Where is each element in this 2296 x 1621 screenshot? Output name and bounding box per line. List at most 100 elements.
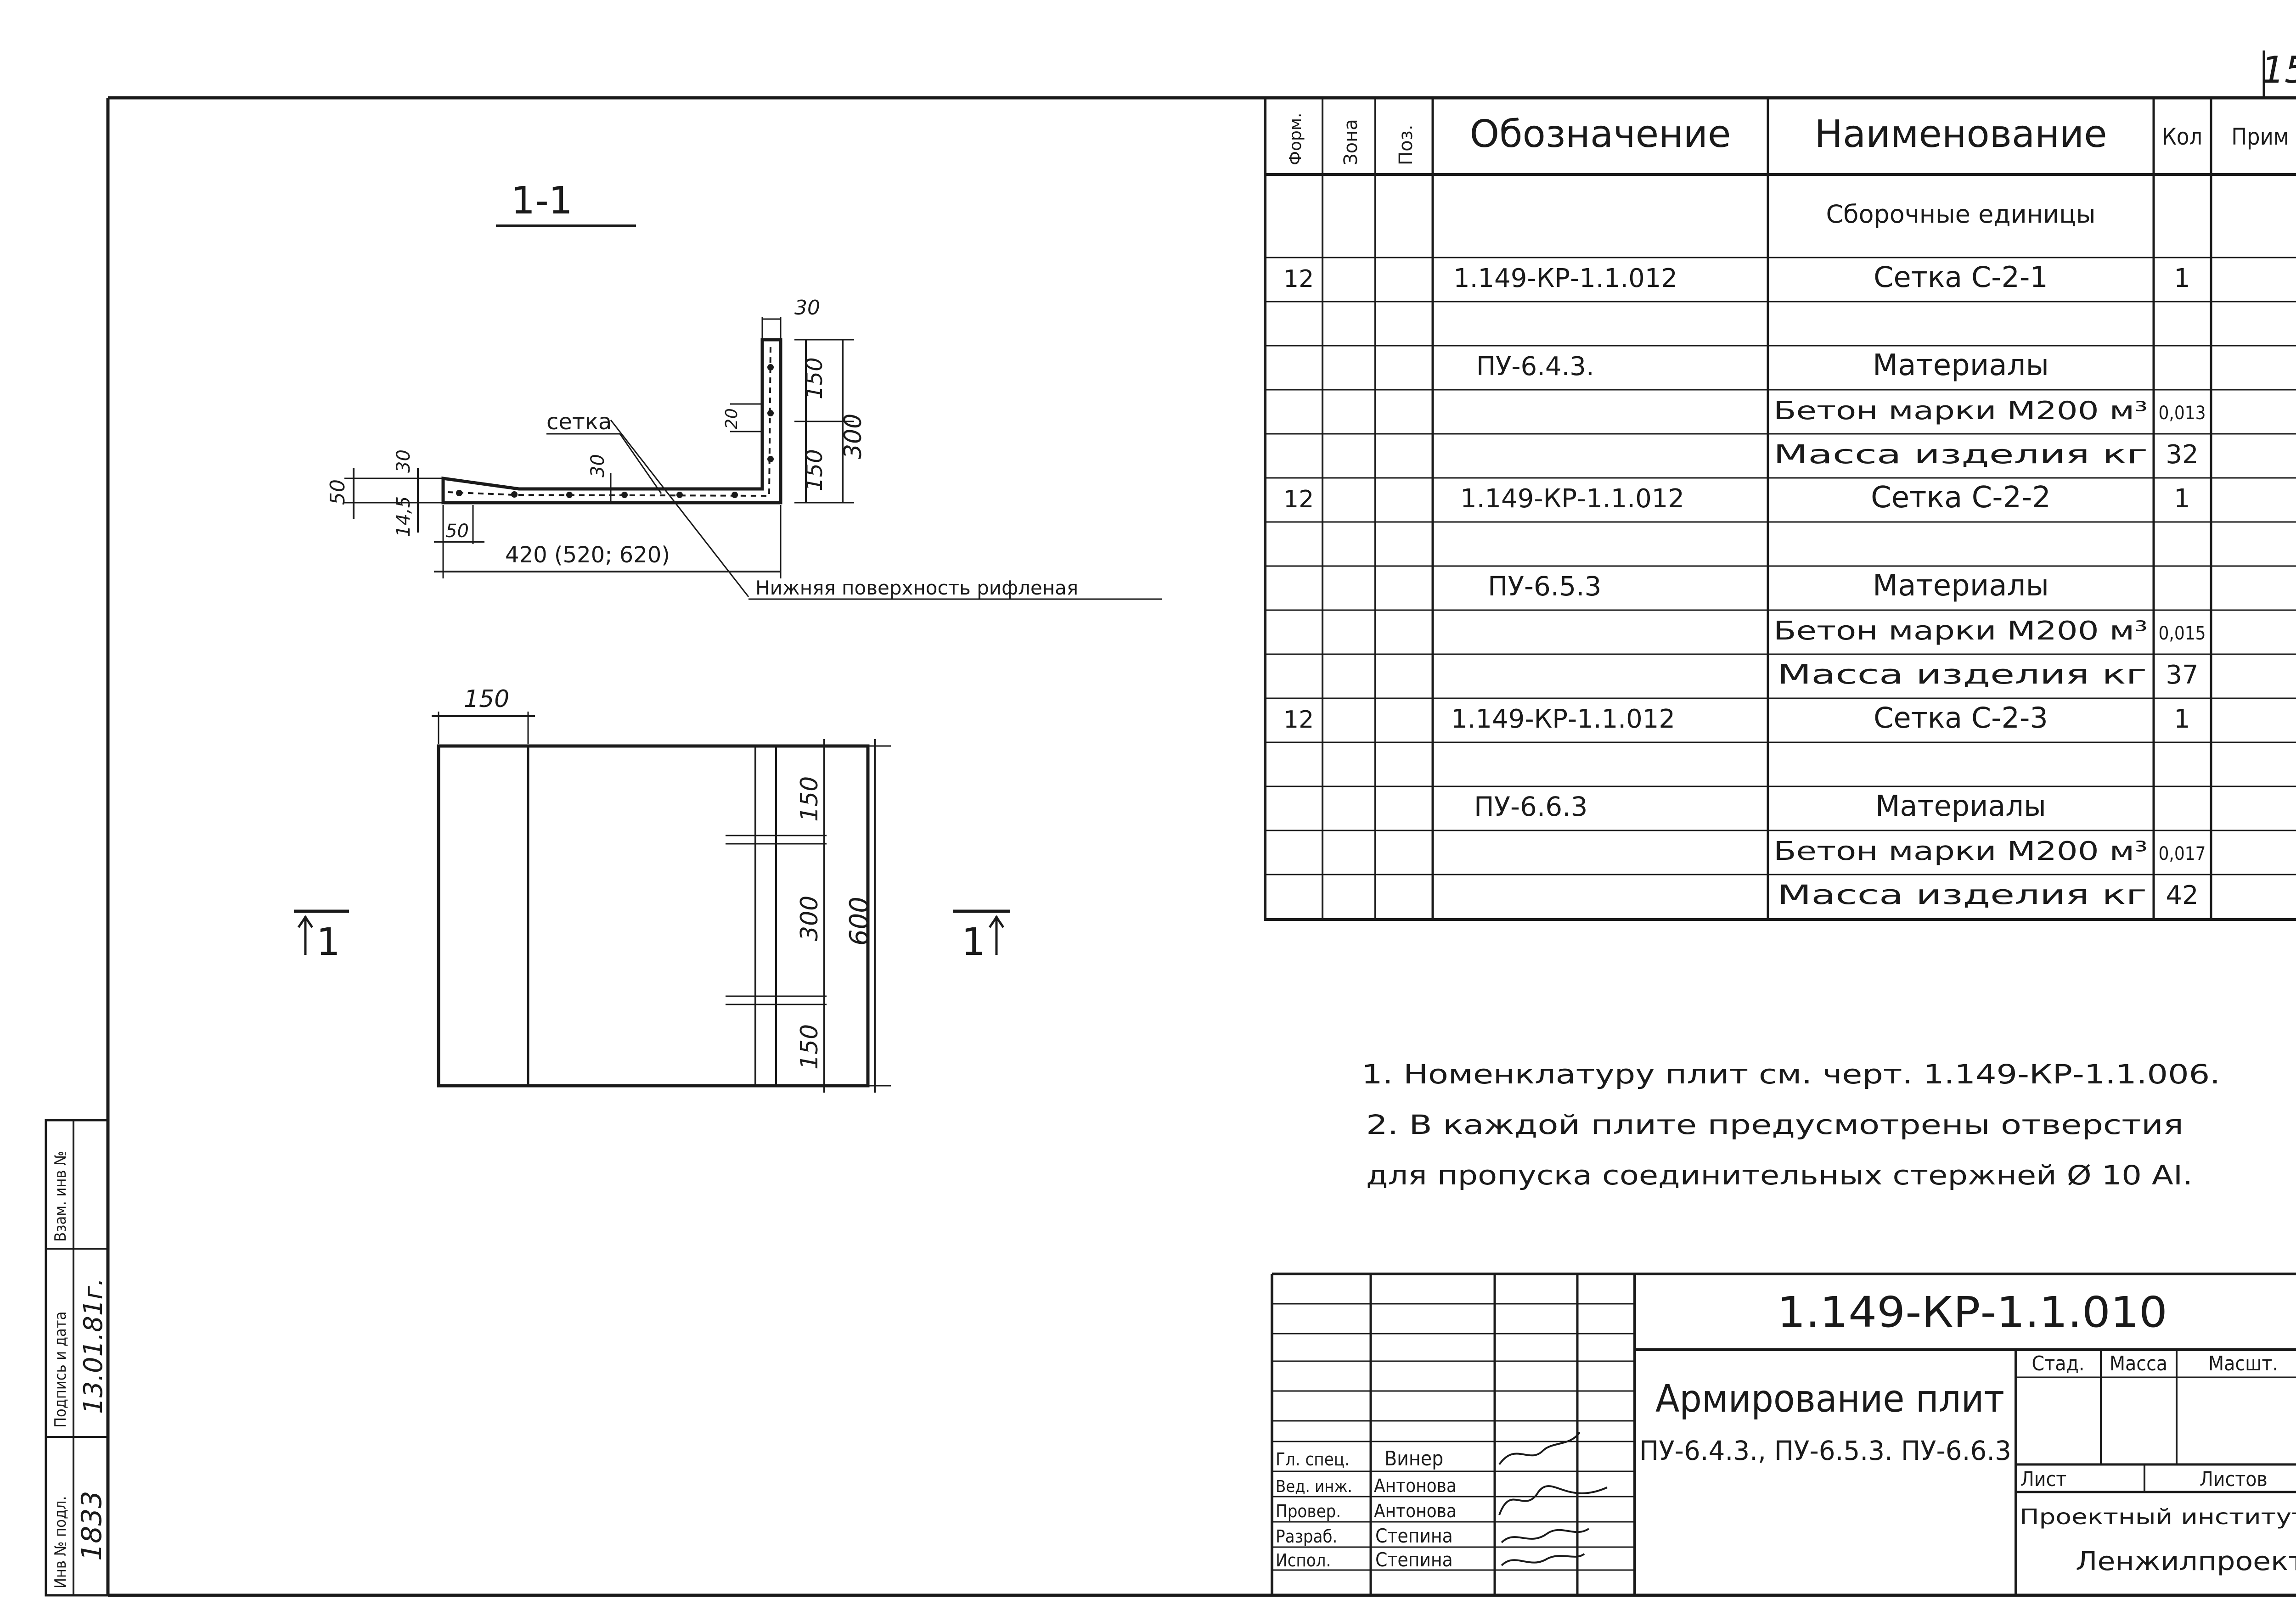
svg-text:Гл. спец.: Гл. спец. — [1276, 1449, 1350, 1470]
svg-text:Сетка С-2-3: Сетка С-2-3 — [1874, 701, 2048, 735]
svg-text:Испол.: Испол. — [1276, 1550, 1331, 1571]
dim-30-mid: 30 — [587, 454, 608, 477]
table-row: 12 1.149-КР-1.1.012 Сетка С-2-1 1 — [1283, 260, 2190, 294]
vzam-label: Взам. инв № — [51, 1151, 70, 1242]
header-designation: Обозначение — [1470, 112, 1731, 156]
section-mark-right: 1 — [953, 909, 1010, 964]
svg-text:Масса изделия кг: Масса изделия кг — [1777, 879, 2147, 910]
note-2: 2. В каждой плите предусмотрены отверсти… — [1366, 1109, 2183, 1140]
header-position: Поз. — [1396, 124, 1417, 165]
svg-text:0,017: 0,017 — [2159, 843, 2206, 864]
signature-rows: Гл. спец. Винер Вед. инж. Антонова Прове… — [1276, 1447, 1457, 1571]
side-stamp: Инв № подл. 1833 Подпись и дата 13.01.81… — [45, 1119, 109, 1597]
svg-text:ПУ-6.5.3: ПУ-6.5.3 — [1488, 571, 1601, 602]
table-row: 12 1.149-КР-1.1.012 Сетка С-2-2 1 — [1283, 481, 2190, 515]
dim-20: 20 — [722, 408, 741, 429]
svg-text:Вед. инж.: Вед. инж. — [1276, 1477, 1352, 1496]
svg-text:Степина: Степина — [1375, 1548, 1453, 1571]
section-mark-left: 1 — [294, 909, 349, 964]
svg-text:1: 1 — [2174, 264, 2190, 293]
header-format: Форм. — [1286, 113, 1305, 165]
svg-text:1.149-КР-1.1.012: 1.149-КР-1.1.012 — [1460, 484, 1684, 514]
drawing-title-line2: ПУ-6.4.3., ПУ-6.5.3. ПУ-6.6.3 — [1639, 1435, 2011, 1466]
org-line2: Ленжилпроект — [2076, 1547, 2296, 1576]
header-zone: Зона — [1340, 119, 1362, 165]
plan-view: 150 150 300 150 600 1 1 — [294, 685, 1010, 1093]
svg-text:Материалы: Материалы — [1873, 348, 2049, 382]
sheets-label: Листов — [2200, 1468, 2268, 1491]
svg-text:Бетон марки М200 м³: Бетон марки М200 м³ — [1773, 396, 2148, 425]
table-row: Масса изделия кг 42 — [1777, 879, 2199, 910]
drawing-title-line1: Армирование плит — [1655, 1377, 2004, 1421]
svg-text:12: 12 — [1283, 706, 1314, 734]
inv-value: 1833 — [76, 1491, 108, 1561]
sign-label: Подпись и дата — [51, 1312, 70, 1428]
stage-label: Стад. — [2032, 1352, 2085, 1375]
mesh-label: сетка — [546, 409, 612, 435]
dim-50: 50 — [326, 479, 349, 505]
dim-300: 300 — [839, 414, 867, 459]
plan-dim-150-bottom: 150 — [796, 1024, 823, 1070]
svg-text:Разраб.: Разраб. — [1276, 1526, 1337, 1547]
note-1: 1. Номенклатуру плит см. черт. 1.149-КР-… — [1362, 1059, 2220, 1090]
spec-table: Форм. Зона Поз. Обозначение Наименование… — [1264, 96, 2296, 921]
mass-label: Масса — [2110, 1352, 2167, 1375]
plan-dim-150-width: 150 — [464, 685, 509, 713]
slab-profile — [441, 338, 782, 505]
dim-length: 420 (520; 620) — [505, 542, 670, 568]
title-block: 1.149-КР-1.1.010 Армирование плит ПУ-6.4… — [1271, 1273, 2296, 1597]
section-title: 1-1 — [511, 179, 573, 223]
plan-dim-600: 600 — [844, 897, 874, 946]
dim-30-top: 30 — [794, 296, 820, 320]
dim-150-upper: 150 — [802, 357, 827, 399]
svg-text:Материалы: Материалы — [1873, 569, 2049, 603]
table-row: ПУ-6.4.3. Материалы — [1476, 348, 2049, 382]
rebar-dots — [456, 364, 774, 498]
sign-value: 13.01.81г. — [79, 1278, 108, 1414]
dim-14: 14,5 — [393, 496, 414, 537]
sheet-number: 15 — [2261, 49, 2296, 91]
table-row: Бетон марки М200 м³ 0,017 — [1773, 836, 2206, 866]
svg-text:Антонова: Антонова — [1374, 1475, 1457, 1497]
svg-text:0,015: 0,015 — [2159, 623, 2206, 644]
plan-dim-300: 300 — [796, 896, 823, 941]
svg-text:Сетка С-2-1: Сетка С-2-1 — [1874, 260, 2048, 294]
inv-label: Инв № подл. — [51, 1496, 70, 1588]
svg-text:1.149-КР-1.1.012: 1.149-КР-1.1.012 — [1453, 264, 1677, 293]
mesh-line — [447, 345, 771, 497]
table-row: ПУ-6.6.3 Материалы — [1474, 789, 2046, 823]
scale-label: Масшт. — [2208, 1352, 2278, 1375]
svg-text:1: 1 — [2174, 484, 2190, 514]
svg-text:1: 1 — [316, 920, 340, 964]
svg-text:1: 1 — [962, 920, 985, 964]
svg-text:Масса изделия кг: Масса изделия кг — [1777, 659, 2147, 690]
svg-text:Провер.: Провер. — [1276, 1501, 1341, 1521]
dim-50-small: 50 — [445, 521, 469, 542]
svg-text:ПУ-6.6.3: ПУ-6.6.3 — [1474, 791, 1587, 822]
svg-text:0,013: 0,013 — [2159, 403, 2206, 424]
table-row: 12 1.149-КР-1.1.012 Сетка С-2-3 1 — [1283, 701, 2190, 735]
bottom-surface-label: Нижняя поверхность рифленая — [755, 577, 1078, 599]
svg-text:42: 42 — [2166, 881, 2198, 910]
svg-text:Степина: Степина — [1375, 1525, 1453, 1547]
svg-text:Антонова: Антонова — [1374, 1501, 1457, 1522]
section-1-1: 1-1 30 150 150 300 20 30 — [326, 179, 1162, 600]
table-row: Масса изделия кг 32 — [1773, 440, 2199, 470]
svg-text:37: 37 — [2166, 660, 2198, 690]
svg-text:Материалы: Материалы — [1875, 789, 2046, 823]
signatures — [1498, 1431, 1608, 1566]
svg-text:Сетка С-2-2: Сетка С-2-2 — [1871, 481, 2051, 515]
svg-text:Винер: Винер — [1384, 1447, 1443, 1470]
header-qty: Кол — [2162, 123, 2202, 150]
header-note: Прим — [2231, 123, 2289, 150]
svg-text:Сборочные единицы: Сборочные единицы — [1826, 200, 2095, 229]
plan-dim-150-top: 150 — [796, 776, 823, 822]
svg-text:Бетон марки М200 м³: Бетон марки М200 м³ — [1773, 616, 2148, 646]
table-row: Сборочные единицы — [1826, 200, 2095, 229]
svg-text:Бетон марки М200 м³: Бетон марки М200 м³ — [1773, 836, 2148, 866]
table-row: Бетон марки М200 м³ 0,013 — [1773, 396, 2206, 425]
org-line1: Проектный институт — [2020, 1504, 2296, 1529]
dim-30-left: 30 — [393, 449, 414, 473]
table-row: ПУ-6.5.3 Материалы — [1488, 569, 2049, 603]
